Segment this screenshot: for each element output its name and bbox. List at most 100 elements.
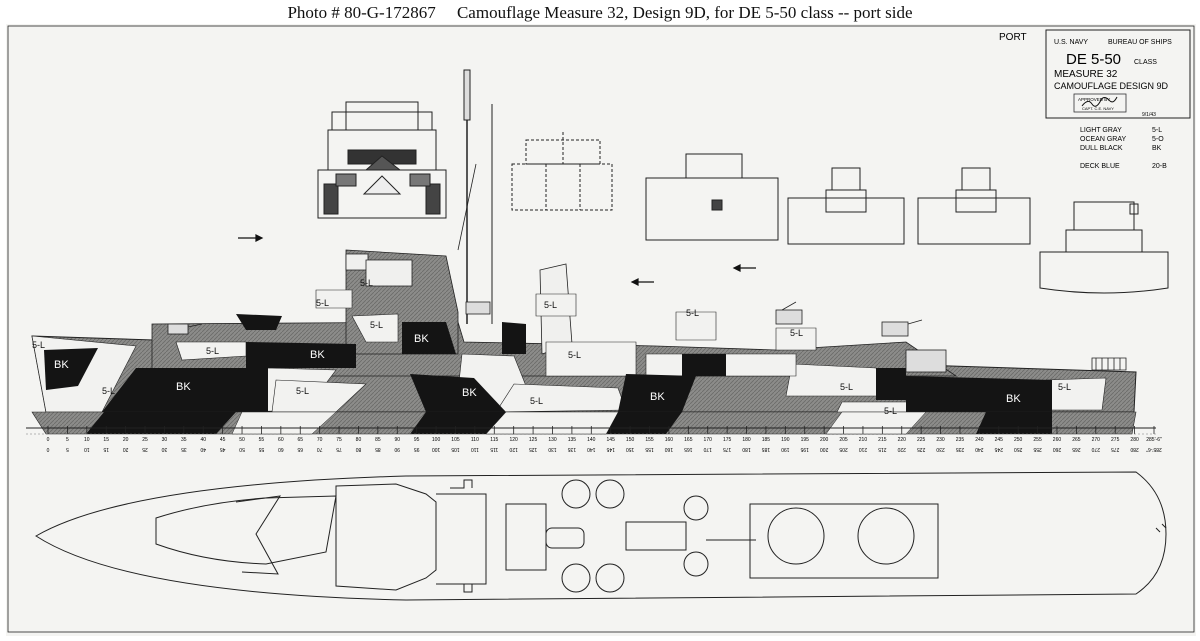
scale-tick-label: 135: [568, 437, 577, 443]
plan-gun-tub-1: [683, 495, 709, 521]
patch-black-10: [906, 376, 1052, 412]
legend-color-code: 20-B: [1152, 163, 1167, 170]
frame-scale: 0055101015152020252530303535404045455050…: [26, 426, 1162, 452]
plan-boat-4: [595, 563, 625, 593]
plan-funnel: [545, 527, 585, 549]
plan-aft-deckhouse: [749, 503, 939, 579]
scale-tick-label-inverted: 280: [1130, 446, 1139, 452]
label-light-gray: 5-L: [544, 300, 557, 310]
scale-tick-label-inverted: 65: [297, 446, 303, 452]
scale-tick-label-inverted: 235: [956, 446, 965, 452]
scale-tick-label: 280: [1130, 437, 1139, 443]
patch-light-12: [775, 327, 817, 351]
patch-black-4: [402, 322, 456, 354]
scale-tick-label-inverted: 90: [394, 446, 400, 452]
legend-color-name: LIGHT GRAY: [1080, 127, 1122, 134]
aft-gun-mount-1: [775, 309, 803, 325]
signature-image: [1081, 96, 1118, 107]
scale-tick-label: 210: [859, 437, 868, 443]
scale-tick-label: 100: [432, 437, 441, 443]
camouflage-drawing-sheet: PORT U.S. NAVY BUREAU OF SHIPS DE 5-50 C…: [6, 24, 1196, 636]
photo-caption: Photo # 80-G-172867 Camouflage Measure 3…: [0, 0, 1200, 26]
scale-tick-label-inverted: 180: [742, 446, 751, 452]
scale-tick-label: 165: [684, 437, 693, 443]
scale-tick-label-inverted: 185: [762, 446, 771, 452]
scale-tick-label: 50: [239, 437, 245, 443]
legend-color-name: OCEAN GRAY: [1080, 136, 1126, 143]
scale-tick-label-inverted: 115: [490, 446, 498, 452]
scale-tick-label-inverted: 105: [451, 446, 460, 452]
scale-tick-label-inverted: 285'-6": [1146, 446, 1162, 452]
scale-tick-label-inverted: 80: [355, 446, 361, 452]
signature-date: 9/1/43: [1142, 112, 1156, 118]
plan-view: [35, 471, 1167, 601]
section-view-3: [645, 153, 779, 241]
scale-tick-label: 90: [394, 437, 400, 443]
patch-black-bow: [44, 348, 98, 390]
scale-tick-label-inverted: 155: [645, 446, 654, 452]
scale-tick-label-inverted: 45: [220, 446, 226, 452]
label-light-gray: 5-L: [316, 298, 329, 308]
scale-tick-label-inverted: 265: [1072, 446, 1081, 452]
patch-black-11: [236, 314, 282, 330]
title-block-class: DE 5-50: [1066, 51, 1121, 68]
scale-tick-label-inverted: 210: [859, 446, 868, 452]
scale-tick-label-inverted: 70: [317, 446, 323, 452]
scale-tick-label: 5: [66, 437, 69, 443]
plan-boat-3: [561, 563, 591, 593]
deck-fittings: [167, 301, 1127, 373]
scale-tick-label-inverted: 95: [414, 446, 420, 452]
title-block-bureau: BUREAU OF SHIPS: [1108, 39, 1172, 46]
scale-tick-label-inverted: 160: [665, 446, 674, 452]
scale-tick-label: 220: [898, 437, 907, 443]
forward-gun-mount: [167, 323, 189, 335]
scale-tick-label: 160: [665, 437, 674, 443]
plan-aft-gun-2: [857, 507, 915, 565]
title-block: U.S. NAVY BUREAU OF SHIPS DE 5-50 CLASS …: [1045, 29, 1191, 119]
scale-tick-label-inverted: 130: [548, 446, 557, 452]
scale-tick-label-inverted: 255: [1033, 446, 1042, 452]
label-light-gray: 5-L: [568, 350, 581, 360]
patch-light-14: [535, 293, 577, 317]
scale-tick-label-inverted: 205: [839, 446, 848, 452]
patch-black-lower-1: [86, 412, 236, 434]
scale-tick-label-inverted: 220: [897, 446, 906, 452]
scale-tick-label: 175: [723, 437, 732, 443]
scale-tick-label: 70: [317, 437, 323, 443]
scale-tick-label: 200: [820, 437, 829, 443]
label-light-gray: 5-L: [840, 382, 853, 392]
scale-tick-label: 195: [801, 437, 810, 443]
title-block-class-suffix: CLASS: [1134, 59, 1157, 66]
scale-tick-label: 265: [1072, 437, 1081, 443]
scale-tick-label-inverted: 140: [587, 446, 596, 452]
section-views: [317, 101, 1169, 294]
direction-arrows: [238, 234, 756, 286]
scale-tick-label-inverted: 215: [878, 446, 887, 452]
scale-tick-label-inverted: 145: [606, 446, 615, 452]
scale-tick-label-inverted: 175: [723, 446, 732, 452]
plan-aft-gun-1: [767, 507, 825, 565]
mast: [457, 69, 493, 324]
patch-black-3: [246, 342, 356, 368]
label-light-gray: 5-L: [1058, 382, 1071, 392]
scale-tick-label-inverted: 5: [66, 446, 69, 452]
scale-tick-label-inverted: 165: [684, 446, 693, 452]
label-dull-black: BK: [54, 359, 69, 371]
scale-tick-label: 120: [510, 437, 519, 443]
scale-tick-label: 30: [162, 437, 168, 443]
label-light-gray: 5-L: [206, 346, 219, 356]
section-view-1: [317, 101, 447, 219]
scale-tick-label: 125: [529, 437, 538, 443]
scale-tick-label: 15: [103, 437, 109, 443]
label-light-gray: 5-L: [360, 278, 373, 288]
scale-tick-label: 130: [548, 437, 557, 443]
label-light-gray: 5-L: [102, 386, 115, 396]
scale-tick-label: 240: [975, 437, 984, 443]
scale-tick-label-inverted: 15: [103, 446, 109, 452]
patch-black-9: [876, 368, 906, 400]
aft-gun-mount-2: [881, 321, 909, 337]
plan-forecastle: [155, 495, 337, 565]
scale-tick-label: 55: [259, 437, 265, 443]
